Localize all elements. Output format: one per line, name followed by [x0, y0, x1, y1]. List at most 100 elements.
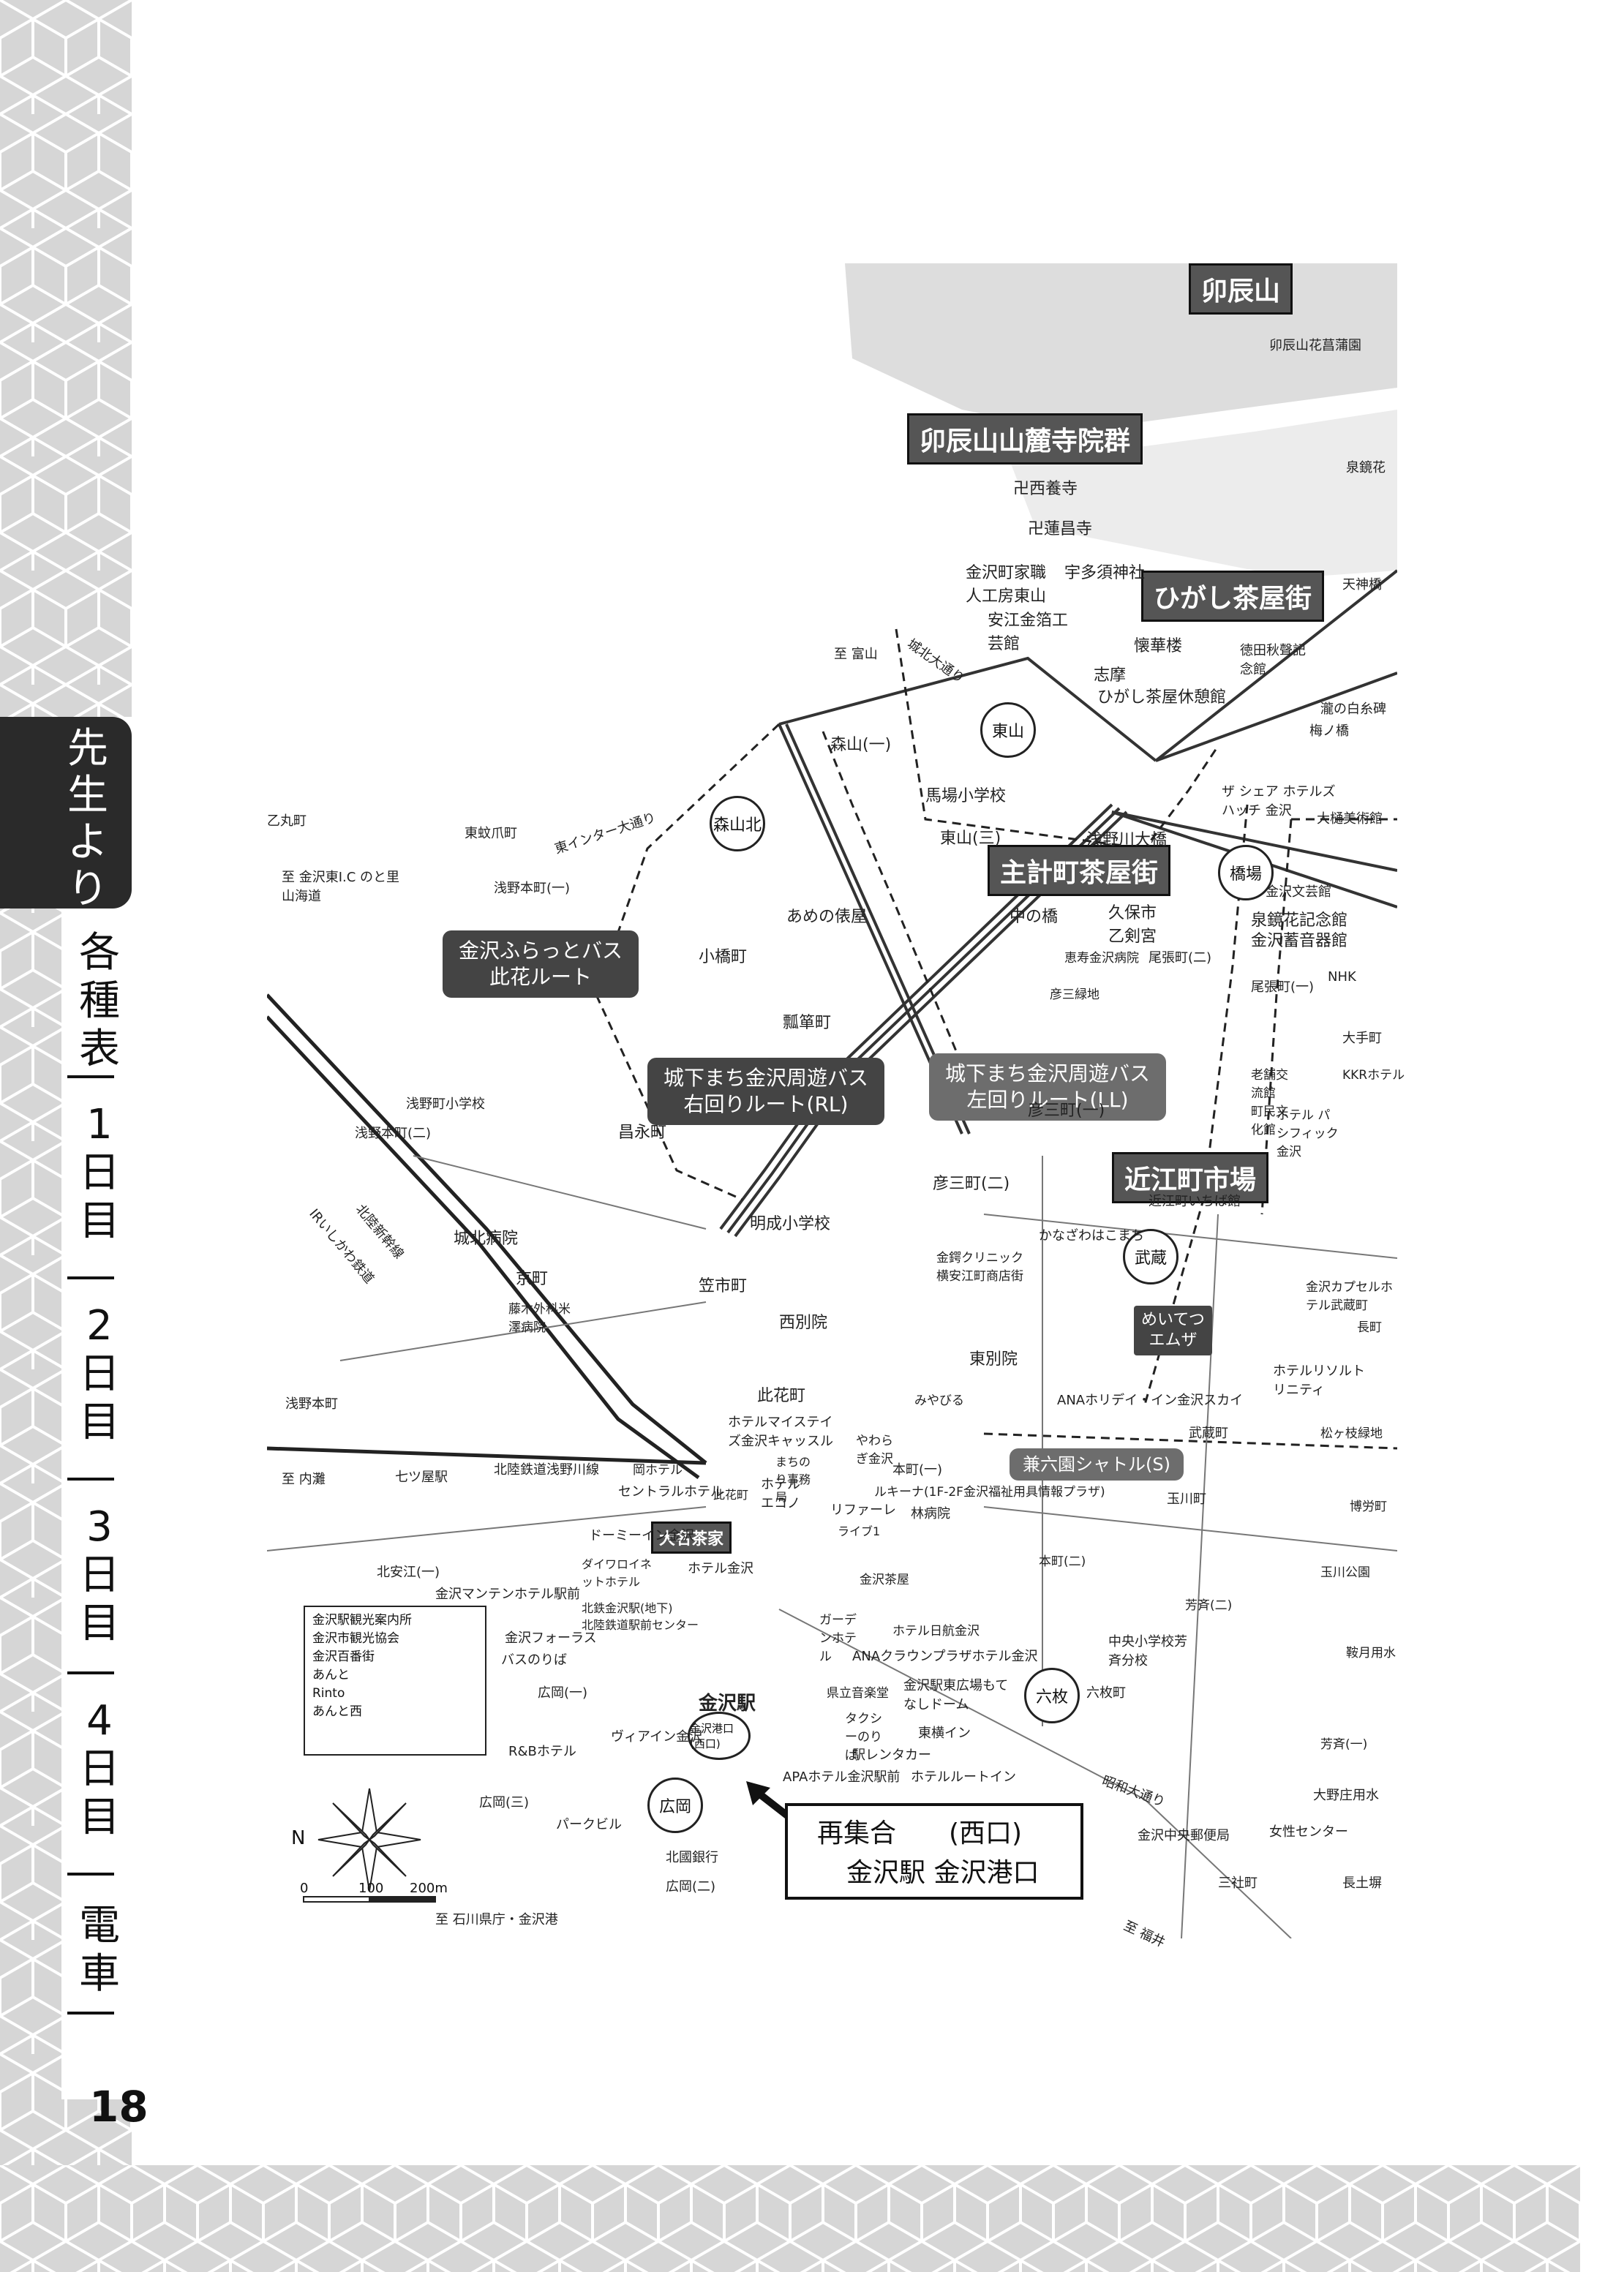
map-label: 金沢フォーラス: [505, 1630, 597, 1646]
map-label: 久保市乙剣宮: [1108, 904, 1157, 946]
legend-item: Rinto: [312, 1686, 345, 1701]
tab-shuhyo[interactable]: 各種表: [79, 929, 120, 1073]
area-omicho: 近江町市場: [1112, 1152, 1269, 1203]
meeting-arrow-icon: [746, 1781, 793, 1821]
map-label: 城北病院: [454, 1230, 519, 1248]
scale-label-200: 200m: [410, 1881, 448, 1896]
map-label: 北安江(一): [377, 1565, 440, 1580]
route-shuttle: 兼六園シャトル(S): [1010, 1448, 1184, 1481]
compass-rose: N: [291, 1785, 424, 1897]
tab-day4[interactable]: 4日目: [79, 1697, 120, 1841]
map-label: 博労町: [1350, 1500, 1387, 1514]
tab-day2[interactable]: 2日目: [79, 1302, 120, 1446]
tab-train[interactable]: 電車: [79, 1902, 120, 1998]
map-label: 卍蓮昌寺: [1028, 520, 1093, 538]
map-label: NHK: [1328, 969, 1356, 985]
map-label: ANAクラウンプラザホテル金沢: [852, 1649, 1038, 1664]
map-label: 東横イン: [918, 1726, 971, 1741]
map-label: 志摩: [1094, 666, 1127, 685]
tab-separator: [67, 1478, 114, 1481]
map-label: セントラルホテル: [618, 1484, 723, 1500]
map-label: 近江町いちば館: [1149, 1194, 1241, 1209]
route-furatto: 金沢ふらっとバス 此花ルート: [443, 930, 639, 998]
route-rl: 城下まち金沢周遊バス 右回りルート(RL): [647, 1058, 885, 1125]
map-label: 梅ノ橋: [1309, 723, 1349, 739]
map-label: 金沢蓄音器館: [1251, 932, 1348, 950]
scale-label-0: 0: [300, 1881, 309, 1896]
route-ll: 城下まち金沢周遊バス 左回りルート(LL): [929, 1053, 1167, 1121]
page-number: 18: [89, 2082, 149, 2132]
route-meitetsu: めいてつ エムザ: [1134, 1306, 1212, 1355]
map-label: 宇多須神社: [1064, 564, 1146, 582]
tab-day1[interactable]: 1日目: [79, 1101, 120, 1245]
map-label: 卍西養寺: [1013, 480, 1078, 498]
map-label: ヴィアイン金沢: [611, 1729, 703, 1745]
map-label: 広岡(三): [479, 1795, 530, 1810]
map-label: ザ シェア ホテルズ ハッチ 金沢: [1222, 784, 1336, 819]
meeting-point-callout: 再集合 (西口) 金沢駅 金沢港口: [785, 1803, 1083, 1900]
map-label: 瀧の白糸碑: [1320, 701, 1386, 717]
legend-item: 金沢駅観光案内所: [312, 1613, 412, 1628]
map-label: 至 内灘: [282, 1472, 326, 1487]
map-label: ライブ1: [838, 1524, 881, 1538]
map-label: やわらぎ金沢: [856, 1434, 893, 1467]
map-label: 県立音楽堂: [827, 1686, 889, 1701]
stop-hirooka: 広岡: [647, 1778, 703, 1833]
station-legend: 金沢駅観光案内所 金沢市観光協会 金沢百番街 あんと Rinto あんと西: [304, 1606, 486, 1756]
compass-icon: [317, 1788, 421, 1892]
map-label: 林病院: [911, 1506, 950, 1521]
map-label: 鞍月用水: [1346, 1646, 1396, 1660]
legend-item: 金沢百番街: [312, 1650, 375, 1664]
map-label: 金沢茶屋: [860, 1573, 909, 1587]
map-label: 女性センター: [1269, 1824, 1348, 1840]
map-label: 金沢中央郵便局: [1138, 1828, 1230, 1843]
map-label: 玉川町: [1167, 1492, 1206, 1507]
map-label: 尾張町(一): [1251, 979, 1315, 995]
map-label: 松ヶ枝緑地: [1320, 1426, 1383, 1441]
map-label: 金沢マンテンホテル駅前: [435, 1587, 580, 1602]
compass-north-label: N: [291, 1827, 306, 1849]
map-label: 長町: [1357, 1320, 1382, 1335]
stop-westexit: 金沢港口(西口): [688, 1712, 751, 1760]
tab-day3[interactable]: 3日目: [79, 1503, 120, 1647]
map-label: 浅野本町(二): [355, 1126, 432, 1141]
map-label: ひがし茶屋休憩館: [1097, 688, 1227, 707]
map-label: 安江金箔工芸館: [988, 612, 1069, 653]
map-label: 明成小学校: [750, 1215, 831, 1233]
stop-higashiyama: 東山: [980, 702, 1036, 758]
map-label: 浅野本町: [285, 1396, 338, 1412]
map-label: まちのり事務局: [775, 1455, 811, 1504]
tab-sensei[interactable]: 先生より: [0, 717, 132, 913]
map-label: 東蚊爪町: [465, 826, 517, 841]
stop-moriyamakita: 森山北: [710, 796, 765, 851]
map-label: 北陸鉄道浅野川線: [494, 1462, 599, 1478]
map-area: 卯辰山 卯辰山山麓寺院群 ひがし茶屋街 主計町茶屋街 近江町市場 大名茶家 金沢…: [267, 263, 1405, 1950]
map-label: 笠市町: [699, 1277, 748, 1295]
map-label: R&Bホテル: [508, 1744, 576, 1759]
map-label: 大野庄用水: [1313, 1788, 1379, 1803]
stop-musashi: 武蔵: [1123, 1229, 1178, 1284]
map-label: ホテルマイステイズ金沢キャッスル: [728, 1415, 833, 1449]
map-label: 広岡(二): [666, 1879, 716, 1895]
map-label: 北鉄金沢駅(地下): [582, 1601, 673, 1615]
area-higashi: ひがし茶屋街: [1141, 571, 1325, 622]
map-label: APAホテル金沢駅前: [783, 1769, 901, 1785]
map-label: 芳斉(一): [1320, 1737, 1368, 1752]
map-label: 金沢カプセルホテル武蔵町: [1306, 1280, 1393, 1313]
map-label: 彦三町(一): [1028, 1102, 1105, 1120]
scale-bar-graphic: [303, 1896, 436, 1903]
map-label: ホテル日航金沢: [892, 1624, 980, 1639]
tab-separator: [67, 2012, 114, 2015]
map-label: 小橋町: [699, 948, 748, 966]
map-label: ドーミーイン金沢: [589, 1528, 694, 1543]
map-label: 老舗交流館: [1251, 1068, 1288, 1101]
map-label: 浅野町小学校: [406, 1096, 485, 1112]
map-label: 浅野本町(一): [494, 881, 571, 896]
map-label: ダイワロイネットホテル: [582, 1557, 653, 1589]
map-label: 瓢箪町: [783, 1014, 832, 1032]
map-label: 大樋美術館: [1317, 811, 1383, 827]
bottom-pattern-band: [0, 2165, 1580, 2272]
tab-separator: [67, 1671, 114, 1674]
area-kazuemachi: 主計町茶屋街: [988, 845, 1171, 896]
scale-label-100: 100: [358, 1881, 384, 1896]
